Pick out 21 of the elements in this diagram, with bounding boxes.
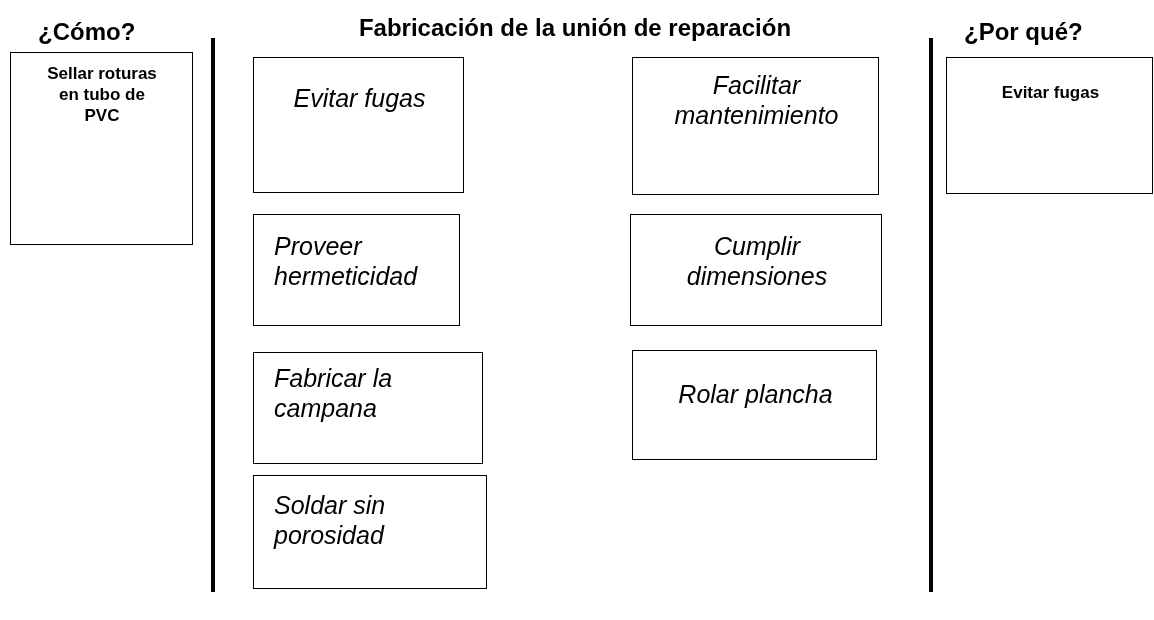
column-heading: ¿Por qué? — [964, 18, 1083, 46]
text-box — [630, 214, 882, 326]
text-box — [632, 350, 877, 460]
title: Fabricación de la unión de reparación — [357, 14, 793, 42]
text-box — [253, 475, 487, 589]
box-text: Soldar sin porosidad — [274, 490, 387, 550]
column-heading: ¿Cómo? — [38, 18, 136, 46]
text-box — [632, 57, 879, 195]
text-box — [946, 57, 1153, 194]
text-box — [253, 214, 460, 326]
box-text: Facilitar mantenimiento — [673, 70, 840, 130]
box-text: Fabricar la campana — [274, 363, 394, 423]
text-box — [253, 352, 483, 464]
text-box — [10, 52, 193, 245]
box-text: Proveer hermeticidad — [274, 231, 419, 291]
box-text: Cumplir dimensiones — [685, 231, 829, 291]
text-box — [253, 57, 464, 193]
box-text: Sellar roturas en tubo de PVC — [47, 63, 157, 126]
box-text: Rolar plancha — [677, 379, 834, 409]
box-text: Evitar fugas — [1000, 82, 1101, 103]
box-text: Evitar fugas — [292, 83, 427, 113]
